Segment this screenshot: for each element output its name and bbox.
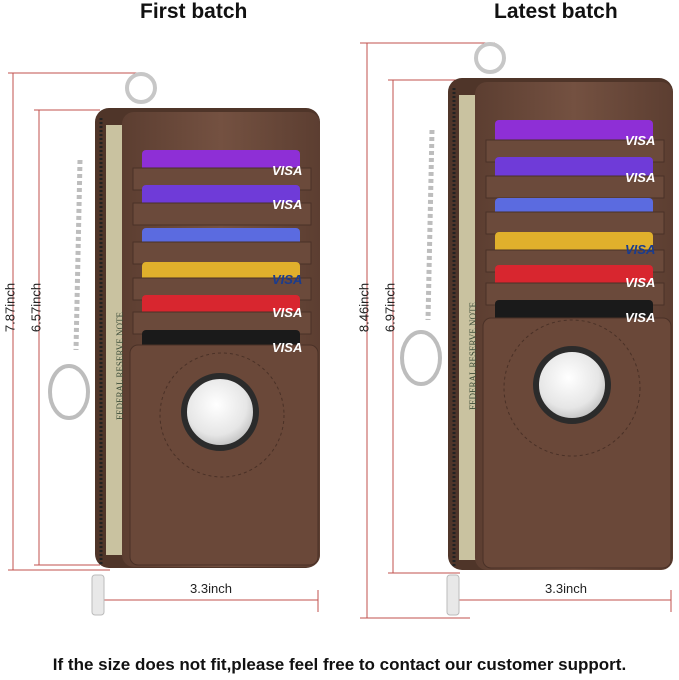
right-tag-stitch xyxy=(503,319,641,457)
right-dimension-lines xyxy=(360,42,672,619)
right-top-ring xyxy=(474,42,506,74)
left-front-pocket xyxy=(129,344,319,566)
svg-text:VISA: VISA xyxy=(625,310,655,325)
svg-text:VISA: VISA xyxy=(272,197,302,212)
left-pen xyxy=(91,574,105,616)
left-banknote-text: FEDERAL RESERVE NOTE xyxy=(115,312,125,420)
svg-text:VISA: VISA xyxy=(272,163,302,178)
left-wallet: VISA VISA VISA VISA VISA xyxy=(8,72,320,616)
right-banknote-text: FEDERAL RESERVE NOTE xyxy=(468,302,478,410)
product-scene: VISA VISA VISA VISA VISA xyxy=(8,42,673,619)
left-keychain xyxy=(48,159,90,420)
right-airtag xyxy=(533,346,611,424)
svg-text:VISA: VISA xyxy=(625,275,655,290)
left-tag-stitch xyxy=(159,352,285,478)
right-wallet: VISA VISA VISA VISA VISA xyxy=(360,42,673,619)
right-height-outer-label: 8.46inch xyxy=(356,282,372,333)
svg-text:VISA: VISA xyxy=(625,170,655,185)
right-pen xyxy=(446,574,460,616)
svg-text:VISA: VISA xyxy=(625,133,655,148)
right-card-labels: VISA VISA VISA VISA VISA xyxy=(625,133,655,325)
left-width-label: 3.3inch xyxy=(190,581,232,596)
left-airtag xyxy=(181,373,259,451)
svg-text:VISA: VISA xyxy=(272,272,302,287)
left-height-outer-label: 7.87inch xyxy=(2,282,18,333)
left-top-ring xyxy=(125,72,157,104)
left-card-labels: VISA VISA VISA VISA VISA xyxy=(272,163,302,355)
left-card-slots xyxy=(132,150,312,354)
left-height-inner-label: 6.57inch xyxy=(28,282,44,333)
right-height-inner-label: 6.97inch xyxy=(382,282,398,333)
svg-text:VISA: VISA xyxy=(625,242,655,257)
right-keychain xyxy=(400,129,442,386)
footer-note: If the size does not fit,please feel fre… xyxy=(52,655,627,674)
right-width-label: 3.3inch xyxy=(545,581,587,596)
svg-text:VISA: VISA xyxy=(272,340,302,355)
heading-latest-batch: Latest batch xyxy=(494,0,618,23)
heading-first-batch: First batch xyxy=(140,0,248,23)
svg-text:VISA: VISA xyxy=(272,305,302,320)
right-card-slots xyxy=(485,120,665,324)
right-front-pocket xyxy=(482,317,672,569)
